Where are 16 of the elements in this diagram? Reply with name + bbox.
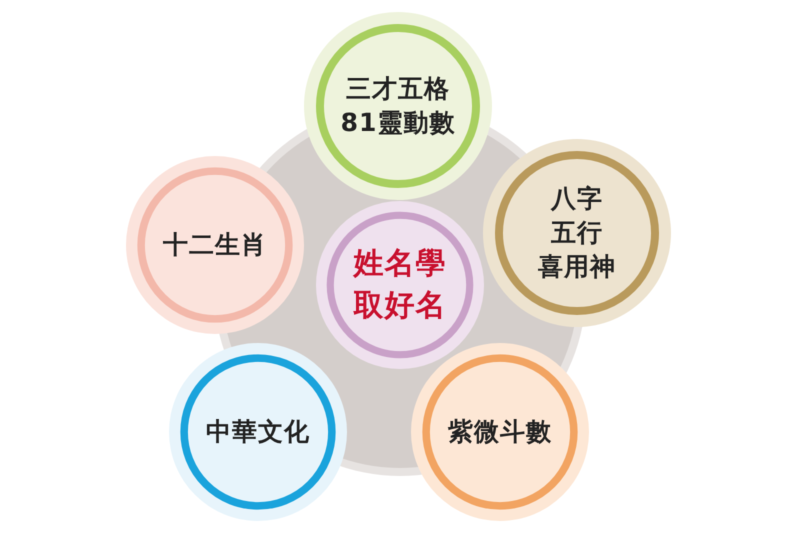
circle-node bbox=[411, 343, 589, 521]
circle-label: 五行 bbox=[551, 217, 603, 249]
circle-node bbox=[483, 139, 671, 327]
circle-label: 三才五格 bbox=[346, 73, 450, 105]
circle-label: 紫微斗數 bbox=[448, 416, 552, 448]
circle-label: 喜用神 bbox=[538, 251, 616, 283]
circle-label: 81靈動數 bbox=[340, 107, 456, 139]
circle-node bbox=[126, 156, 304, 334]
circle-node bbox=[304, 12, 492, 200]
circle-label: 八字 bbox=[551, 183, 603, 215]
circle-label: 姓名學 bbox=[354, 245, 446, 283]
circle-label: 中華文化 bbox=[206, 416, 310, 448]
circle-label: 取好名 bbox=[354, 287, 446, 325]
circle-label: 十二生肖 bbox=[163, 229, 267, 261]
circle-node bbox=[169, 343, 347, 521]
circle-node bbox=[316, 201, 484, 369]
